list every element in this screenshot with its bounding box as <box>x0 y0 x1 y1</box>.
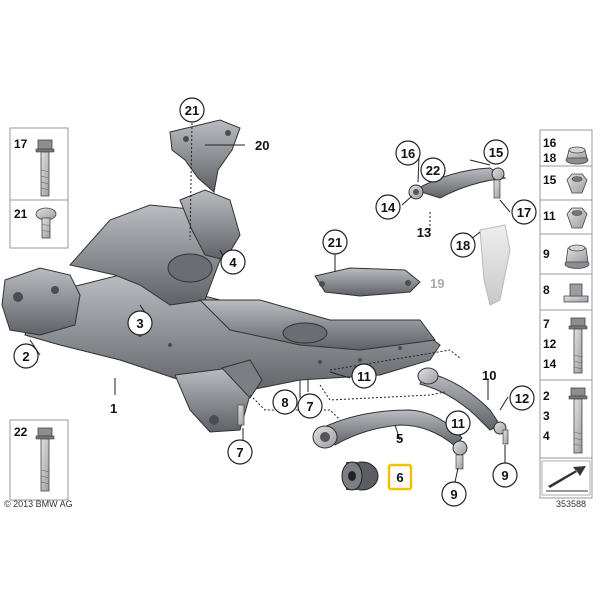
callout-18: 18 <box>450 232 476 258</box>
callout-8: 8 <box>272 389 298 415</box>
svg-text:2: 2 <box>22 349 29 364</box>
right-panel-label-7: 7 <box>543 317 550 331</box>
svg-text:8: 8 <box>281 395 288 410</box>
callout-6-highlighted: 6 <box>387 463 413 491</box>
right-panel-label-11: 11 <box>543 209 556 223</box>
right-panel-label-2: 2 <box>543 389 550 403</box>
heat-shield-upper <box>169 119 241 193</box>
callout-7-left: 7 <box>227 439 253 465</box>
callout-21-top: 21 <box>179 97 205 123</box>
flange-nut-icon <box>564 244 590 269</box>
hex-nut-icon <box>566 173 588 194</box>
svg-text:15: 15 <box>489 145 503 160</box>
tension-strut <box>417 367 509 445</box>
svg-text:20: 20 <box>255 138 269 153</box>
rubber-bushing <box>341 461 379 491</box>
callout-22: 22 <box>420 157 446 183</box>
svg-text:21: 21 <box>185 103 199 118</box>
svg-text:6: 6 <box>396 470 403 485</box>
svg-text:22: 22 <box>426 163 440 178</box>
svg-text:17: 17 <box>517 205 531 220</box>
callout-3: 3 <box>127 310 153 336</box>
leader-lines <box>29 122 511 483</box>
callout-4: 4 <box>220 249 246 275</box>
svg-text:7: 7 <box>236 445 243 460</box>
lower-wishbone <box>312 409 468 470</box>
callout-2: 2 <box>13 343 39 369</box>
callout-17: 17 <box>511 199 537 225</box>
callout-11-mid: 11 <box>351 363 377 389</box>
svg-text:4: 4 <box>229 255 237 270</box>
bolt-icon <box>568 317 588 374</box>
left-panel-label-17: 17 <box>14 137 28 151</box>
flange-nut-icon <box>565 146 589 165</box>
image-number: 353588 <box>556 499 586 509</box>
svg-text:11: 11 <box>451 416 465 431</box>
long-bolt-icon <box>35 139 55 197</box>
callout-9-right: 9 <box>492 462 518 488</box>
hex-nut-icon <box>566 207 588 229</box>
callout-15: 15 <box>483 139 509 165</box>
right-panel-label-9: 9 <box>543 247 550 261</box>
svg-text:3: 3 <box>136 316 143 331</box>
callout-16: 16 <box>395 140 421 166</box>
left-panel-label-22: 22 <box>14 425 28 439</box>
left-fastener-panel: 17 21 22 <box>9 127 69 501</box>
copyright-text: © 2013 BMW AG <box>4 499 73 509</box>
svg-text:5: 5 <box>396 431 403 446</box>
right-panel-label-16: 16 <box>543 136 557 150</box>
right-panel-label-15: 15 <box>543 173 557 187</box>
right-panel-label-3: 3 <box>543 409 550 423</box>
right-fastener-panel: 16 18 15 11 9 8 7 12 14 <box>539 129 593 499</box>
callout-19: 19 <box>430 276 444 291</box>
callout-11-low: 11 <box>445 410 471 436</box>
svg-text:13: 13 <box>417 225 431 240</box>
front-subframe <box>1 189 441 433</box>
left-panel-label-21: 21 <box>14 207 28 221</box>
svg-text:9: 9 <box>450 487 457 502</box>
callout-5: 5 <box>396 431 403 446</box>
clip-icon <box>563 283 589 303</box>
heat-shield-mid <box>314 267 421 297</box>
strut-ghost <box>479 224 511 306</box>
svg-text:11: 11 <box>357 369 371 384</box>
callout-12: 12 <box>509 385 535 411</box>
svg-text:18: 18 <box>456 238 470 253</box>
callout-20: 20 <box>255 138 269 153</box>
right-panel-label-4: 4 <box>543 429 550 443</box>
callout-14: 14 <box>375 194 401 220</box>
right-panel-label-14: 14 <box>543 357 557 371</box>
screw-icon <box>35 207 57 239</box>
callout-1: 1 <box>110 401 117 416</box>
direction-arrow-icon <box>541 460 591 496</box>
svg-text:7: 7 <box>306 399 313 414</box>
callout-10: 10 <box>482 368 496 383</box>
right-panel-label-18: 18 <box>543 151 557 165</box>
callout-9-low: 9 <box>441 481 467 507</box>
callout-21-mid: 21 <box>322 229 348 255</box>
callout-7-mid: 7 <box>297 393 323 419</box>
callout-13: 13 <box>417 225 431 240</box>
svg-text:12: 12 <box>515 391 529 406</box>
svg-text:1: 1 <box>110 401 117 416</box>
svg-text:19: 19 <box>430 276 444 291</box>
svg-text:16: 16 <box>401 146 415 161</box>
svg-text:21: 21 <box>328 235 342 250</box>
right-panel-label-12: 12 <box>543 337 557 351</box>
svg-text:9: 9 <box>501 468 508 483</box>
long-bolt-icon <box>35 427 55 492</box>
svg-text:10: 10 <box>482 368 496 383</box>
long-bolt-icon <box>568 387 588 454</box>
upper-control-arm <box>408 167 507 200</box>
right-panel-label-8: 8 <box>543 283 550 297</box>
svg-text:14: 14 <box>381 200 396 215</box>
